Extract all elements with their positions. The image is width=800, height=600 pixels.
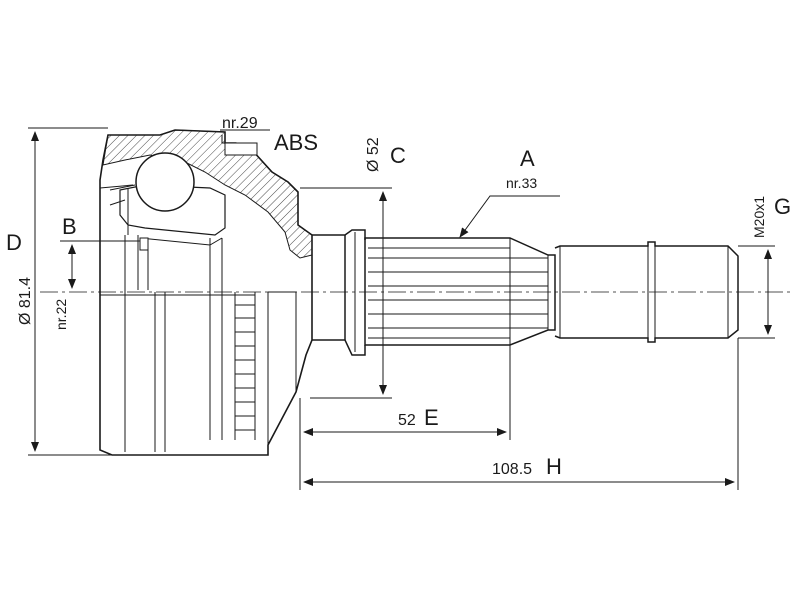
dimensions bbox=[28, 127, 775, 490]
label-nr29: nr.29 bbox=[222, 115, 258, 132]
label-d: D bbox=[6, 230, 22, 255]
label-abs: ABS bbox=[274, 130, 318, 155]
abs-ring-teeth bbox=[235, 304, 255, 431]
shaft bbox=[312, 229, 739, 356]
label-h: H bbox=[546, 454, 562, 479]
label-b: B bbox=[62, 214, 77, 239]
label-nr33: nr.33 bbox=[506, 175, 537, 191]
label-g: G bbox=[774, 194, 791, 219]
joint-ball bbox=[135, 152, 195, 212]
label-a: A bbox=[520, 146, 535, 171]
joint-housing bbox=[99, 129, 313, 456]
label-dim52: 52 bbox=[398, 412, 416, 429]
label-nr22: nr.22 bbox=[53, 299, 69, 330]
label-c: C bbox=[390, 143, 406, 168]
label-e: E bbox=[424, 405, 439, 430]
label-m20: M20x1 bbox=[751, 196, 767, 238]
label-dia52: Ø 52 bbox=[365, 137, 382, 172]
label-dia814: Ø 81.4 bbox=[17, 277, 34, 325]
label-dim1085: 108.5 bbox=[492, 461, 532, 478]
